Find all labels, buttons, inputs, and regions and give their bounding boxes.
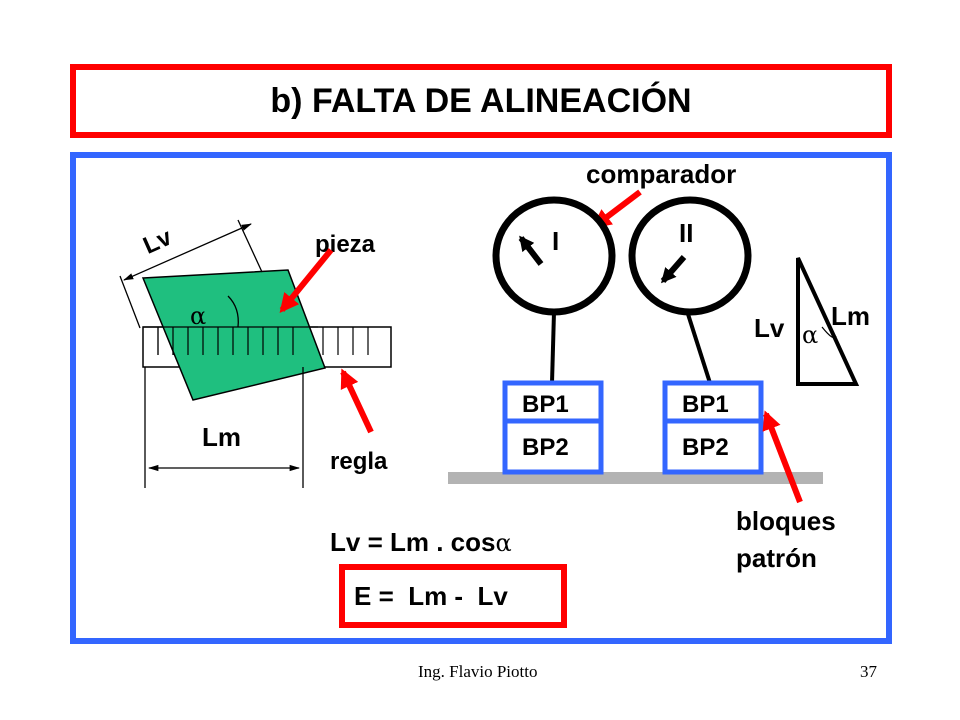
- dimension-lm: [144, 367, 304, 488]
- label-bp2-right: BP2: [682, 434, 729, 461]
- surface-table: [448, 472, 823, 484]
- label-lm-dimension: Lm: [202, 422, 241, 452]
- label-bloques: bloques: [736, 506, 836, 536]
- label-lv-dimension: Lv: [139, 223, 176, 259]
- error-formula: E = Lm - Lv: [354, 581, 508, 611]
- arrow-pieza: [279, 248, 334, 313]
- label-alpha: α: [190, 302, 206, 330]
- label-alpha-triangle: α: [802, 321, 818, 349]
- label-dial-2: II: [679, 218, 693, 248]
- right-triangle: [796, 257, 860, 386]
- label-dial-1: I: [552, 226, 559, 256]
- arrow-regla: [340, 368, 374, 434]
- dial-gauge-2: [628, 196, 752, 384]
- label-bp1-left: BP1: [522, 391, 569, 418]
- label-regla: regla: [330, 448, 388, 475]
- page-title: b) FALTA DE ALINEACIÓN: [270, 81, 692, 120]
- dimension-lv: [119, 219, 263, 329]
- error-formula-box: [339, 564, 567, 628]
- label-bp2-left: BP2: [522, 434, 569, 461]
- label-lm-triangle: Lm: [831, 301, 870, 331]
- gauge-blocks-left: [502, 380, 604, 475]
- angle-arc: [227, 295, 239, 328]
- dial-gauge-1: [492, 196, 616, 384]
- label-bp1-right: BP1: [682, 391, 729, 418]
- formula-prefix: Lv = Lm . cos: [330, 527, 495, 557]
- title-box: b) FALTA DE ALINEACIÓN: [70, 64, 892, 138]
- label-comparador: comparador: [586, 159, 736, 189]
- label-lv-triangle: Lv: [754, 313, 785, 343]
- footer-page-number: 37: [860, 662, 877, 681]
- arrow-bloques: [762, 410, 803, 504]
- label-patron: patrón: [736, 543, 817, 573]
- gauge-blocks-right: [662, 380, 764, 475]
- formula-alpha: α: [495, 529, 511, 557]
- formula-cos: Lv = Lm . cosα: [330, 527, 512, 557]
- piece-ruler-ticks: [143, 326, 318, 355]
- footer-author: Ing. Flavio Piotto: [418, 662, 538, 681]
